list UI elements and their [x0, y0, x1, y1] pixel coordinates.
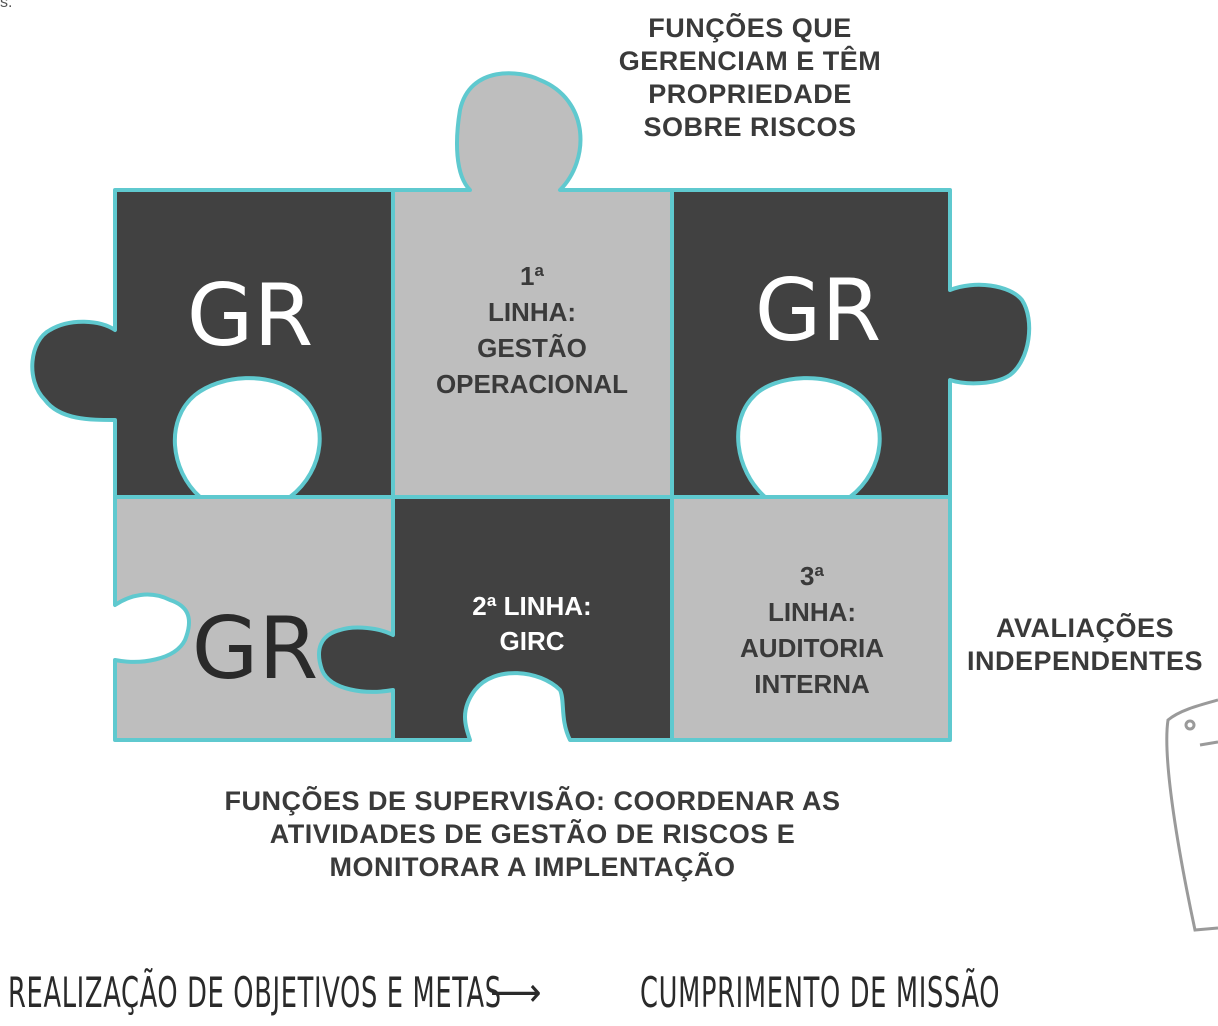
gr-label-top-right: GR [755, 261, 881, 361]
piece-bottom-right [670, 495, 952, 742]
piece-bottom-right-line-4: INTERNA [754, 669, 870, 699]
gr-label-bottom-left: GR [192, 599, 318, 699]
piece-top-center-line-2: LINHA: [488, 297, 576, 327]
gr-label-top-left: GR [187, 266, 313, 366]
piece-bottom-center [317, 495, 674, 742]
piece-bottom-right-line-3: AUDITORIA [740, 633, 884, 663]
piece-top-left [30, 188, 395, 499]
piece-bottom-center-line-2: GIRC [500, 626, 565, 656]
piece-bottom-right-line-2: LINHA: [768, 597, 856, 627]
piece-top-center-line-4: OPERACIONAL [436, 369, 628, 399]
piece-top-center-line-1: 1ª [520, 261, 544, 291]
footer-left-text: REALIZAÇÃO DE OBJETIVOS E METAS [8, 968, 502, 1017]
footer-arrow: ⟶ [490, 970, 543, 1016]
piece-bottom-center-line-1: 2ª LINHA: [472, 591, 591, 621]
right-caption: AVALIAÇÕES INDEPENDENTES [966, 613, 1204, 676]
bottom-caption: FUNÇÕES DE SUPERVISÃO: COORDENAR AS ATIV… [224, 786, 841, 882]
piece-bottom-left [113, 495, 395, 742]
piece-bottom-right-line-1: 3ª [800, 561, 824, 591]
piece-top-center [391, 71, 674, 499]
phone-sketch-icon [1165, 698, 1218, 932]
piece-top-right [670, 188, 1032, 499]
top-caption: FUNÇÕES QUE GERENCIAM E TÊM PROPRIEDADE … [618, 13, 882, 142]
footer-right-text: CUMPRIMENTO DE MISSÃO [640, 968, 1001, 1017]
stray-text: s. [0, 0, 13, 11]
piece-top-center-line-3: GESTÃO [477, 333, 587, 363]
